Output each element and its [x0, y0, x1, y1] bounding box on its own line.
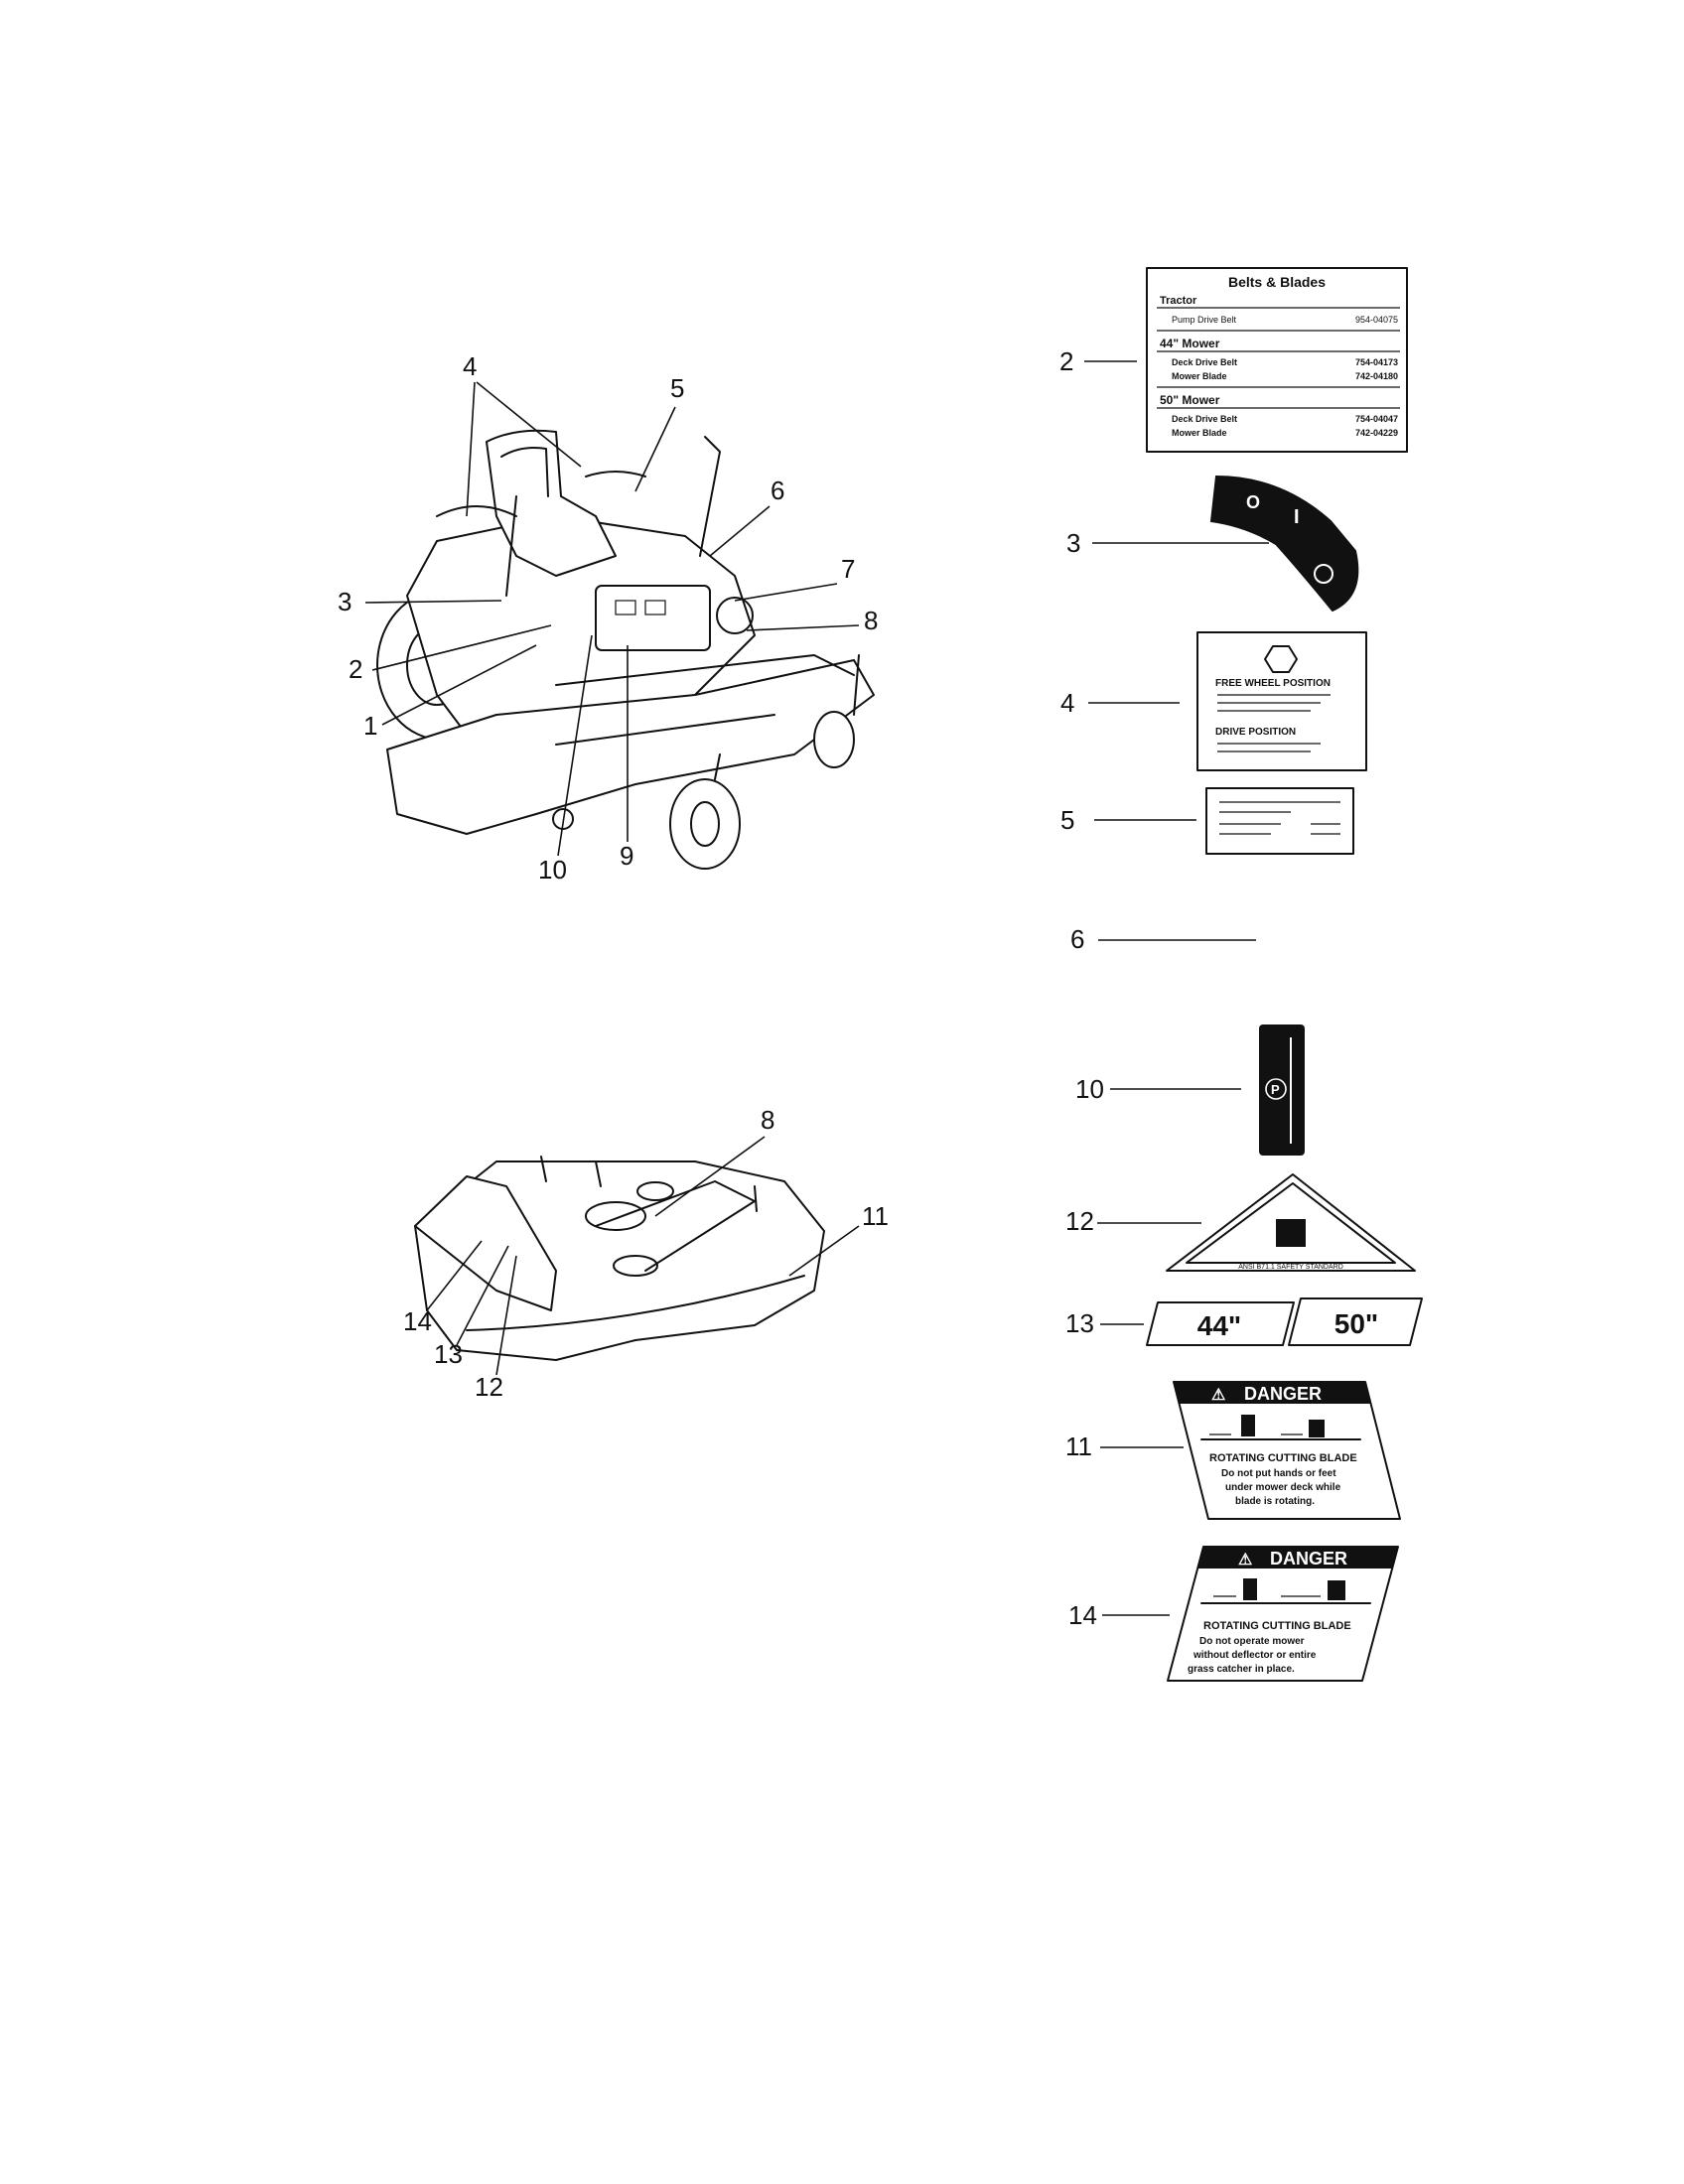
decal-4-free-wheel: 4 FREE WHEEL POSITION DRIVE POSITION — [1060, 631, 1367, 771]
callout-decal-11: 11 — [1065, 1432, 1092, 1461]
decal-14-pictogram — [1200, 1578, 1371, 1604]
decal-2-mower44-row2-label: Mower Blade — [1172, 371, 1227, 381]
decal-12-ansi-triangle: 12 ANSI B71.1 SAFETY STANDARD — [1065, 1173, 1416, 1272]
callout-decal-13: 13 — [1065, 1308, 1094, 1338]
decal-2-mower50-row2-label: Mower Blade — [1172, 428, 1227, 438]
decal-2-mower50-row1-value: 754-04047 — [1355, 414, 1398, 424]
decal-11-header: DANGER — [1244, 1384, 1322, 1404]
decal-2-mower50-row2-value: 742-04229 — [1355, 428, 1398, 438]
decal-14-line-3: grass catcher in place. — [1188, 1664, 1295, 1675]
callout-decal-12: 12 — [1065, 1206, 1094, 1236]
mower-deck-illustration — [414, 1156, 825, 1361]
callout-decal-5: 5 — [1060, 805, 1074, 835]
decal-4-nut-icon — [1264, 645, 1298, 673]
decal-14-line-1: Do not operate mower — [1199, 1636, 1305, 1647]
decal-14-danger: 14 DANGER ⚠ ROTATING CUTTING BLADE Do no… — [1068, 1546, 1399, 1682]
callout-decal-6: 6 — [1070, 924, 1084, 954]
callout-decal-4: 4 — [1060, 688, 1074, 718]
callout-deck-8: 8 — [761, 1105, 774, 1135]
callout-5: 5 — [670, 373, 684, 403]
decal-11-line-1: Do not put hands or feet — [1221, 1468, 1336, 1479]
decal-3-key-icon — [1314, 564, 1333, 584]
callout-3: 3 — [338, 587, 351, 616]
callout-deck-12: 12 — [475, 1372, 503, 1402]
decal-2-mower44-row1-label: Deck Drive Belt — [1172, 357, 1237, 367]
decal-11-title: ROTATING CUTTING BLADE — [1209, 1452, 1357, 1464]
decal-5-label: 5 — [1060, 787, 1354, 855]
decal-13-size-a: 44" — [1197, 1310, 1241, 1341]
callout-1: 1 — [363, 711, 377, 741]
decal-12-emblem — [1276, 1219, 1306, 1247]
decal-11-pictogram — [1200, 1415, 1361, 1440]
decal-2-mower44-heading: 44" Mower — [1160, 337, 1220, 350]
item-6-leader: 6 — [1070, 924, 1256, 954]
decal-11-line-3: blade is rotating. — [1235, 1496, 1315, 1507]
decal-2-mower50-row1-label: Deck Drive Belt — [1172, 414, 1237, 424]
decal-2-tractor-row-label: Pump Drive Belt — [1172, 315, 1237, 325]
decal-14-header: DANGER — [1270, 1549, 1347, 1569]
callout-7: 7 — [841, 554, 855, 584]
callout-8: 8 — [864, 606, 878, 635]
decal-2-belts-blades: 2 Belts & Blades Tractor Pump Drive Belt… — [1059, 267, 1408, 453]
callout-deck-11: 11 — [862, 1201, 889, 1231]
callout-decal-3: 3 — [1066, 528, 1080, 558]
callout-9: 9 — [620, 841, 633, 871]
decal-2-tractor-heading: Tractor — [1160, 295, 1197, 307]
tractor-callouts: 4 5 6 7 8 3 2 1 10 9 — [338, 351, 878, 885]
callout-2: 2 — [349, 654, 362, 684]
decal-2-mower44-row2-value: 742-04180 — [1355, 371, 1398, 381]
decal-4-free-wheel-heading: FREE WHEEL POSITION — [1215, 678, 1331, 689]
decal-10-parking-brake: 10 P — [1075, 1024, 1305, 1156]
decal-14-warning-icon: ⚠ — [1238, 1552, 1252, 1569]
callout-decal-14: 14 — [1068, 1600, 1097, 1630]
decal-4-drive-heading: DRIVE POSITION — [1215, 727, 1296, 738]
callout-decal-2: 2 — [1059, 346, 1073, 376]
callout-6: 6 — [771, 476, 784, 505]
decal-14-title: ROTATING CUTTING BLADE — [1203, 1620, 1351, 1632]
decal-11-danger: 11 DANGER ⚠ ROTATING CUTTING BLADE Do no… — [1065, 1381, 1401, 1520]
decal-3-symbol-off: O — [1246, 492, 1260, 512]
callout-10: 10 — [538, 855, 567, 885]
decal-2-mower44-row1-value: 754-04173 — [1355, 357, 1398, 367]
decal-11-line-2: under mower deck while — [1225, 1482, 1341, 1493]
decal-12-bottom-text: ANSI B71.1 SAFETY STANDARD — [1238, 1264, 1343, 1271]
callout-deck-14: 14 — [403, 1306, 432, 1336]
decal-2-mower50-heading: 50" Mower — [1160, 393, 1220, 407]
callout-4: 4 — [463, 351, 477, 381]
decal-2-title: Belts & Blades — [1228, 274, 1326, 290]
decal-11-warning-icon: ⚠ — [1211, 1387, 1225, 1404]
deck-callouts: 8 11 14 13 12 — [403, 1105, 889, 1402]
decal-14-line-2: without deflector or entire — [1193, 1650, 1317, 1661]
riding-mower-illustration — [376, 429, 875, 870]
callout-decal-10: 10 — [1075, 1074, 1104, 1104]
decal-2-tractor-row-value: 954-04075 — [1355, 315, 1398, 325]
decal-10-center-symbol: P — [1271, 1082, 1280, 1097]
decal-3-throttle-arc: 3 O I — [1066, 475, 1359, 613]
decal-3-symbol-on: I — [1294, 506, 1300, 528]
decal-13-size-badges: 13 44" 50" — [1065, 1297, 1423, 1346]
decal-13-size-b: 50" — [1334, 1308, 1378, 1339]
